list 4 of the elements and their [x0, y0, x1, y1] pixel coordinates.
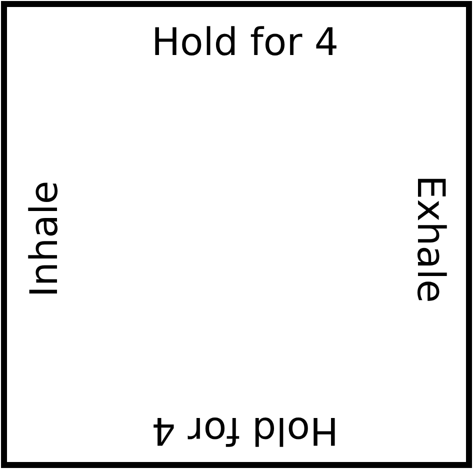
side-label: Inhale [24, 180, 66, 298]
side-label: Hold for 4 [151, 22, 339, 64]
side-label: Hold for 4 [151, 409, 339, 451]
side-label: Exhale [409, 175, 451, 303]
